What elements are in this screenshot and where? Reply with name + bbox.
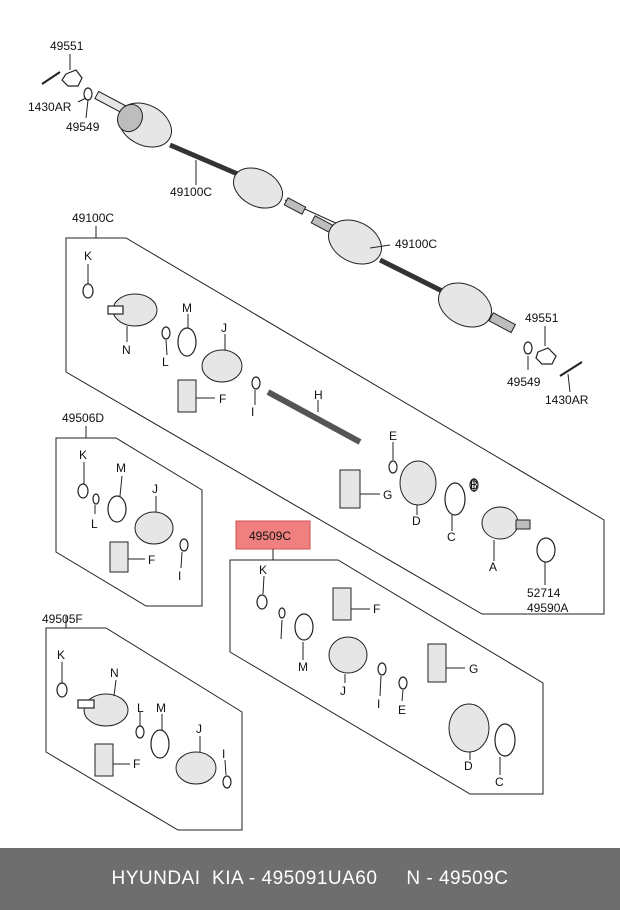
label-52714: 52714 <box>527 586 561 600</box>
label-I: I <box>222 747 225 761</box>
label-49590A: 49590A <box>527 601 568 615</box>
label-I: I <box>178 569 181 583</box>
label-B: B <box>470 478 478 492</box>
kit-49506D-panel <box>55 426 203 607</box>
label-I: I <box>377 697 380 711</box>
label-kit-49505F: 49505F <box>42 612 83 626</box>
label-E: E <box>398 703 406 717</box>
label-D: D <box>464 759 473 773</box>
label-K: K <box>259 563 267 577</box>
label-M: M <box>156 701 166 715</box>
label-L: L <box>162 355 169 369</box>
label-J: J <box>221 321 227 335</box>
label-F: F <box>373 602 380 616</box>
label-K: K <box>57 648 65 662</box>
drive-shaft-assembly <box>41 54 583 393</box>
label-J: J <box>152 482 158 496</box>
label-49100C-right: 49100C <box>395 237 437 251</box>
parts-diagram: 49551 1430AR 49549 49100C 49100C 49551 4… <box>28 39 605 831</box>
label-1430AR-right: 1430AR <box>545 393 589 407</box>
label-L: L <box>137 701 144 715</box>
nut-icon <box>61 69 83 87</box>
label-F: F <box>148 553 155 567</box>
label-49551: 49551 <box>50 39 84 53</box>
label-D: D <box>412 514 421 528</box>
label-K: K <box>84 249 92 263</box>
label-J: J <box>340 684 346 698</box>
label-M: M <box>182 301 192 315</box>
label-A: A <box>489 560 497 574</box>
kit-49100C-panel <box>65 226 605 615</box>
label-K: K <box>79 448 87 462</box>
label-C: C <box>495 775 504 789</box>
footer-text: HYUNDAI KIA - 495091UA60 N - 49509C <box>111 868 509 889</box>
washer-icon <box>523 341 533 355</box>
highlight-box <box>235 520 311 550</box>
label-G: G <box>469 662 478 676</box>
label-49100C: 49100C <box>170 185 212 199</box>
label-G: G <box>383 488 392 502</box>
label-kit-49100C: 49100C <box>72 211 114 225</box>
label-M: M <box>116 461 126 475</box>
label-kit-49506D: 49506D <box>62 411 104 425</box>
label-M: M <box>298 660 308 674</box>
label-J: J <box>196 722 202 736</box>
label-C: C <box>447 530 456 544</box>
label-F: F <box>219 392 226 406</box>
label-E: E <box>389 429 397 443</box>
part-number-footer: HYUNDAI KIA - 495091UA60 N - 49509C <box>0 848 620 910</box>
label-N: N <box>122 343 131 357</box>
label-H: H <box>314 388 323 402</box>
label-N: N <box>110 666 119 680</box>
label-49551-right: 49551 <box>525 311 559 325</box>
label-kit-49509C: 49509C <box>249 529 291 543</box>
label-49549: 49549 <box>66 120 100 134</box>
kit-49505F-panel <box>45 616 243 831</box>
label-49549-right: 49549 <box>507 375 541 389</box>
label-I: I <box>251 405 254 419</box>
label-F: F <box>133 757 140 771</box>
nut-icon <box>535 347 557 365</box>
label-1430AR: 1430AR <box>28 100 72 114</box>
label-L: L <box>91 517 98 531</box>
kit-49509C-panel <box>229 520 544 795</box>
